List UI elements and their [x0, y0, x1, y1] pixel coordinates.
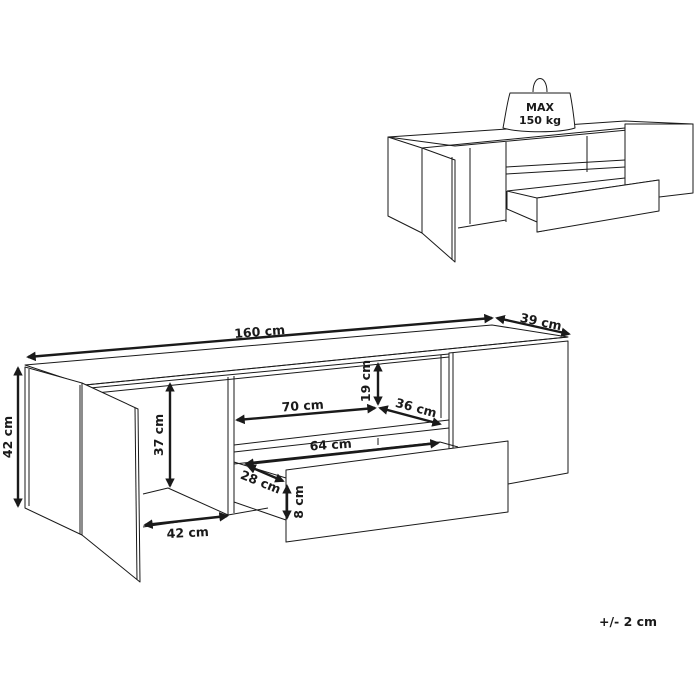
- height-label: 42 cm: [0, 416, 15, 458]
- shelf-width-label: 70 cm: [281, 397, 324, 415]
- shelf-width-arrow: [235, 403, 377, 425]
- width-label: 160 cm: [234, 322, 286, 341]
- width-arrow: [26, 313, 494, 362]
- drawer-width-label: 64 cm: [309, 436, 352, 454]
- tolerance-note: +/- 2 cm: [599, 614, 658, 629]
- weight-icon: MAX 150 kg: [502, 78, 576, 133]
- drawer-width-arrow: [244, 439, 440, 468]
- preview-cabinet: [387, 120, 694, 263]
- compartment-depth-label: 42 cm: [166, 524, 209, 541]
- shelf-depth-arrow: [378, 405, 442, 427]
- shelf-height-label: 19 cm: [358, 360, 373, 402]
- compartment-depth-arrow: [143, 512, 229, 529]
- weight-value-label: 150 kg: [519, 114, 561, 127]
- depth-arrow: [495, 314, 571, 338]
- drawer-height-label: 8 cm: [291, 485, 306, 518]
- drawer-depth-arrow: [246, 464, 285, 483]
- compartment-height-label: 37 cm: [151, 414, 166, 456]
- main-cabinet: [24, 324, 569, 583]
- weight-max-label: MAX: [526, 101, 554, 114]
